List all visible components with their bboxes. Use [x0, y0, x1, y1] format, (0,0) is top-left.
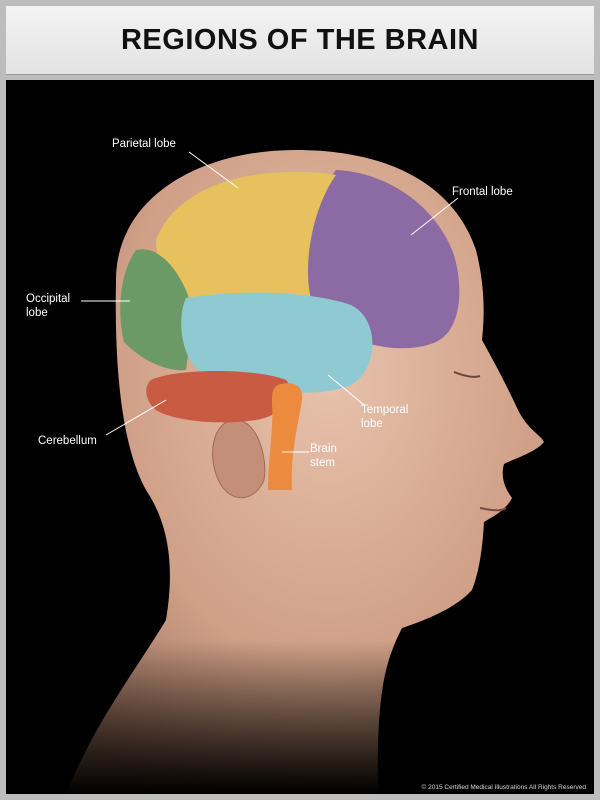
mouth: [479, 507, 507, 512]
copyright-notice: © 2015 Certified Medical Illustrations A…: [421, 784, 586, 791]
brain-stem: [268, 383, 303, 490]
ear: [212, 419, 266, 499]
occipital-lobe: [120, 249, 190, 371]
brain-illustration: Parietal lobe Frontal lobe Occipital lob…: [6, 80, 594, 794]
cerebellum-label: Cerebellum: [38, 435, 97, 447]
parietal-leader-line: [188, 151, 239, 189]
parietal-lobe-label: Parietal lobe: [112, 138, 176, 150]
temporal-leader-line: [327, 374, 365, 406]
temporal-lobe: [181, 292, 373, 393]
occipital-lobe-label: Occipital lobe: [26, 293, 71, 319]
cerebellum-leader-line: [105, 399, 167, 436]
head-diagram: [6, 150, 594, 794]
frontal-leader-line: [410, 197, 459, 236]
title-bar: REGIONS OF THE BRAIN: [6, 6, 594, 75]
eye: [453, 371, 481, 378]
parietal-lobe: [156, 171, 336, 302]
temporal-lobe-label: Temporal lobe: [361, 404, 409, 430]
page-title: REGIONS OF THE BRAIN: [120, 23, 479, 56]
bottom-shadow: [6, 640, 594, 794]
brain-stem-label: Brain stem: [310, 443, 337, 469]
cerebellum: [146, 371, 291, 423]
frontal-lobe-label: Frontal lobe: [452, 186, 513, 198]
